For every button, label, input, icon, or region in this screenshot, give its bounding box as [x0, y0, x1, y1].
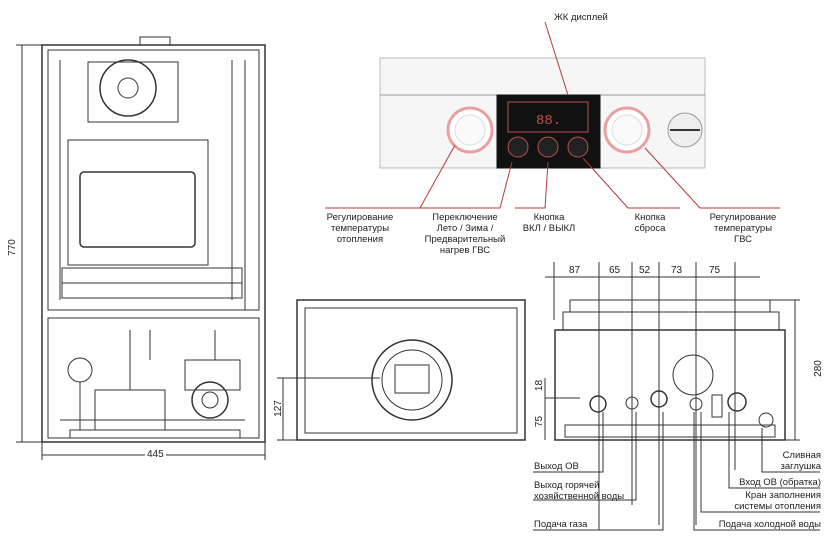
spacing-dimension: 73 [671, 265, 683, 276]
cold-water-inlet-label: Подача холодной воды [718, 519, 821, 530]
svg-text:88.: 88. [536, 113, 561, 129]
heating-temp-label: Регулирование температуры отопления [326, 212, 394, 245]
spacing-dimension: 87 [569, 265, 581, 276]
depth-dimension: 280 [812, 360, 824, 377]
connections-view [533, 262, 820, 531]
fill-valve-label: Кран заполнения системы отопления [734, 490, 821, 512]
flue-height-dimension: 127 [272, 400, 284, 417]
heating-return-label: Вход ОВ (обратка) [739, 477, 821, 488]
spacing-dimension: 52 [639, 265, 651, 276]
heating-outlet-label: Выход ОВ [534, 461, 579, 472]
drain-plug-label: Сливная заглушка [780, 450, 821, 472]
spacing-dimension: 65 [609, 265, 621, 276]
width-dimension: 445 [145, 449, 166, 460]
gas-supply-label: Подача газа [534, 519, 588, 530]
power-button-label: Кнопка ВКЛ / ВЫКЛ [522, 212, 576, 234]
dhw-temp-label: Регулирование температуры ГВС [709, 212, 777, 245]
mode-switch-label: Переключение Лето / Зима / Предварительн… [424, 212, 506, 256]
front-view [16, 36, 266, 460]
lcd-display-label: ЖК дисплей [554, 12, 608, 23]
hot-water-outlet-label: Выход горячей хозяйственной воды [534, 480, 625, 502]
offset-dimension: 75 [534, 415, 546, 428]
reset-button-label: Кнопка сброса [634, 212, 666, 234]
bottom-view [277, 299, 526, 441]
spacing-dimension: 75 [709, 265, 721, 276]
height-dimension: 770 [6, 239, 18, 256]
offset-dimension: 18 [534, 379, 546, 392]
control-panel: 88. [325, 21, 780, 209]
